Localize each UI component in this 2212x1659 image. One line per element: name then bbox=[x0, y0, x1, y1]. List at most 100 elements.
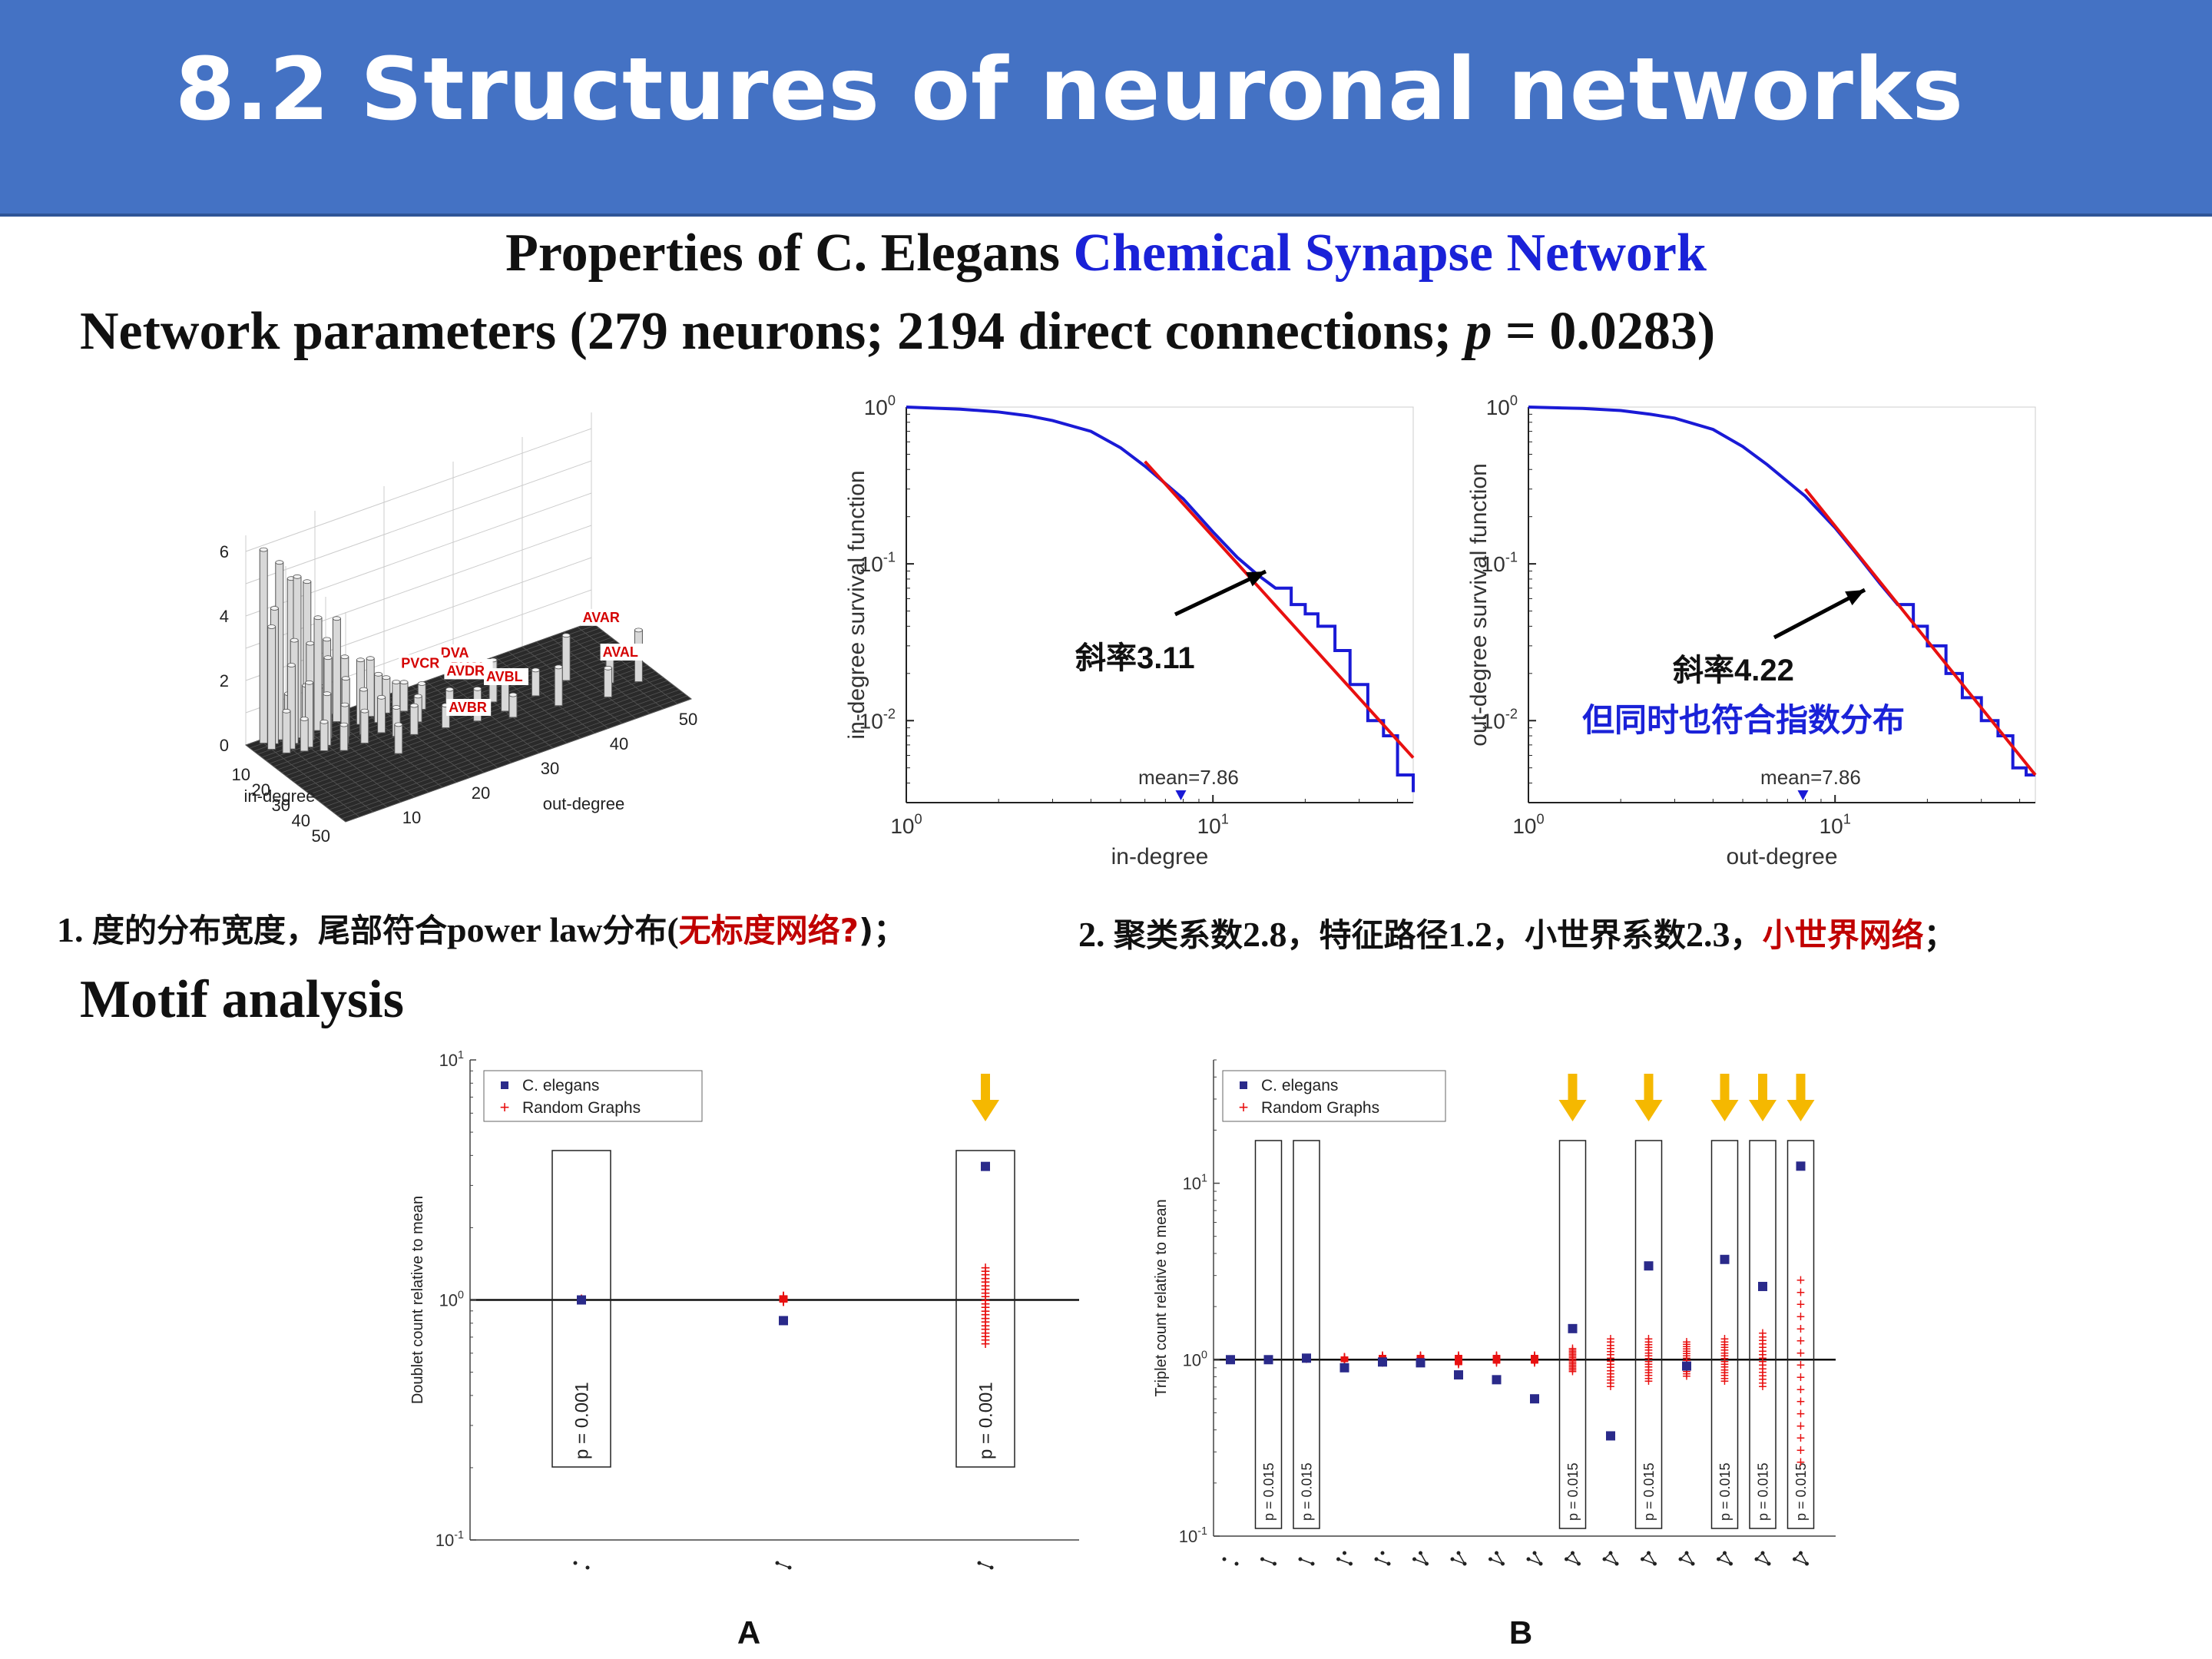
legend-marker-celegans bbox=[1240, 1081, 1247, 1089]
celegans-point bbox=[1226, 1355, 1235, 1365]
highlight-arrow-head bbox=[1749, 1100, 1777, 1121]
histogram-bar-top bbox=[293, 574, 302, 579]
random-graph-point: + bbox=[1568, 1363, 1578, 1380]
random-graph-point: + bbox=[1492, 1353, 1502, 1370]
celegans-point bbox=[1758, 1281, 1767, 1291]
random-graph-point: + bbox=[1606, 1350, 1615, 1367]
random-graph-point: + bbox=[1720, 1365, 1730, 1382]
neuron-label: AVAR bbox=[583, 610, 620, 625]
random-graph-point: + bbox=[1416, 1349, 1426, 1366]
note1-num: 1. bbox=[57, 910, 92, 949]
y-tick-label: 101 bbox=[1183, 1173, 1207, 1194]
floor-grid bbox=[245, 744, 346, 823]
x-tick-label: 101 bbox=[1197, 811, 1229, 838]
random-graph-point: + bbox=[1758, 1326, 1767, 1343]
random-graph-point: + bbox=[779, 1289, 789, 1308]
random-graph-point: + bbox=[1720, 1348, 1730, 1365]
random-graph-point: + bbox=[1720, 1362, 1730, 1379]
motif-node bbox=[573, 1561, 578, 1565]
random-graph-point: + bbox=[1796, 1406, 1806, 1422]
x-tick-label: 101 bbox=[1820, 811, 1851, 838]
random-graph-point: + bbox=[1340, 1353, 1349, 1369]
random-graph-point: + bbox=[1378, 1348, 1387, 1365]
random-graph-point: + bbox=[1606, 1334, 1615, 1351]
floor-grid bbox=[321, 680, 667, 804]
histogram-bar-top bbox=[339, 722, 349, 727]
random-graph-point: + bbox=[1796, 1284, 1806, 1301]
floor-grid bbox=[577, 627, 678, 704]
celegans-point bbox=[1302, 1353, 1311, 1363]
random-graph-point: + bbox=[1758, 1379, 1767, 1396]
random-graph-point: + bbox=[1454, 1351, 1463, 1368]
highlight-arrow-shaft bbox=[981, 1074, 990, 1103]
histogram-bar-top bbox=[267, 624, 276, 629]
mean-label: mean=7.86 bbox=[1760, 766, 1861, 789]
random-graph-point: + bbox=[779, 1290, 789, 1309]
motif-edge bbox=[1528, 1558, 1541, 1565]
random-graph-point: + bbox=[1758, 1329, 1767, 1346]
random-graph-point: + bbox=[1796, 1418, 1806, 1435]
motif-edge bbox=[1419, 1552, 1428, 1565]
histogram-bar-top bbox=[290, 637, 299, 643]
random-graph-point: + bbox=[1606, 1337, 1615, 1354]
random-graph-point: + bbox=[1796, 1333, 1806, 1350]
random-graph-point: + bbox=[1644, 1331, 1654, 1348]
random-graph-point: + bbox=[779, 1290, 789, 1310]
histogram-bar-top bbox=[445, 687, 454, 692]
random-graph-point: + bbox=[1492, 1350, 1502, 1367]
z-tick-label: 2 bbox=[220, 671, 229, 690]
random-graph-point: + bbox=[1340, 1349, 1349, 1366]
random-graph-point: + bbox=[1568, 1354, 1578, 1371]
random-graph-point: + bbox=[1720, 1339, 1730, 1356]
random-graph-point: + bbox=[1492, 1353, 1502, 1369]
random-graph-point: + bbox=[1568, 1340, 1578, 1357]
floor-grid bbox=[261, 634, 608, 758]
motif-glyph bbox=[1260, 1557, 1277, 1566]
histogram-bar-top bbox=[417, 681, 426, 686]
y-axis-label: out-degree survival function bbox=[1466, 463, 1492, 747]
floor-grid bbox=[356, 705, 457, 783]
in-degree-axis-label: in-degree bbox=[244, 786, 316, 806]
celegans-point bbox=[577, 1295, 586, 1305]
in-tick-label: 50 bbox=[312, 826, 330, 846]
random-graph-point: + bbox=[1758, 1343, 1767, 1360]
motif-edge bbox=[1300, 1558, 1313, 1565]
neuron-label-bg bbox=[600, 644, 645, 661]
random-graph-point: + bbox=[779, 1286, 789, 1305]
in-tick-label: 40 bbox=[292, 811, 310, 830]
random-graph-point: + bbox=[1340, 1352, 1349, 1369]
significance-box bbox=[1634, 1140, 1663, 1529]
significance-box bbox=[955, 1150, 1015, 1468]
random-graph-point: + bbox=[1378, 1349, 1387, 1366]
random-graph-point: + bbox=[1720, 1373, 1730, 1390]
random-graph-point: + bbox=[1530, 1349, 1539, 1366]
neuron-label: AVDR bbox=[446, 663, 485, 678]
note-small-world: 2. 聚类系数2.8，特征路径1.2，小世界系数2.3，小世界网络； bbox=[1078, 909, 1956, 956]
random-graph-point: + bbox=[1492, 1349, 1502, 1366]
floor-grid bbox=[345, 698, 692, 823]
random-graph-point: + bbox=[1644, 1336, 1654, 1353]
y-tick-label: 10-1 bbox=[1179, 1525, 1207, 1546]
celegans-point bbox=[1339, 1363, 1349, 1373]
random-graph-point: + bbox=[1454, 1348, 1463, 1365]
celegans-point bbox=[1378, 1357, 1387, 1367]
motif-edge bbox=[1376, 1558, 1389, 1565]
random-graph-point: + bbox=[1454, 1355, 1463, 1372]
histogram-bar-top bbox=[305, 680, 314, 685]
random-graph-point: + bbox=[1606, 1373, 1615, 1389]
random-graph-point: + bbox=[1644, 1351, 1654, 1368]
random-graph-point: + bbox=[1340, 1351, 1349, 1368]
random-graph-point: + bbox=[981, 1290, 991, 1310]
survival-curve bbox=[1528, 406, 2035, 777]
histogram-bar-top bbox=[554, 664, 563, 670]
histogram-bar-top bbox=[377, 694, 386, 700]
random-graph-point: + bbox=[981, 1320, 991, 1339]
motif-edge bbox=[1718, 1558, 1731, 1565]
slope-arrowhead bbox=[1845, 590, 1865, 606]
params-suffix: = 0.0283) bbox=[1492, 302, 1716, 361]
random-graph-point: + bbox=[1454, 1350, 1463, 1367]
random-graph-point: + bbox=[779, 1291, 789, 1310]
celegans-point bbox=[1530, 1394, 1539, 1404]
random-graph-point: + bbox=[1454, 1350, 1463, 1367]
